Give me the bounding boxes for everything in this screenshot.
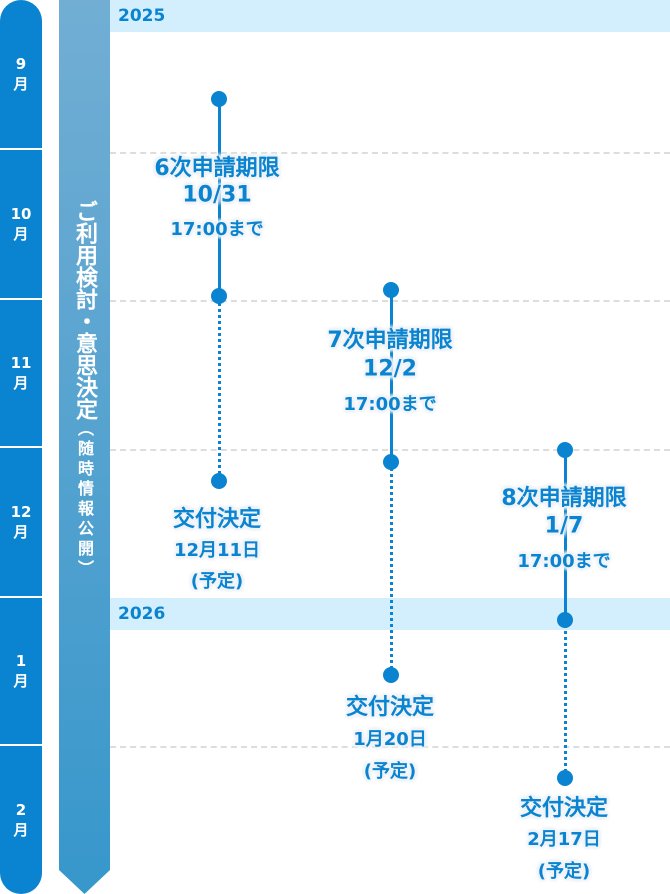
- decision-title: 交付決定: [345, 695, 435, 720]
- deadline-date: 1/7: [544, 513, 584, 539]
- decision-date: 2月17日: [527, 829, 601, 850]
- month-unit: 月: [13, 672, 29, 690]
- timeline-dot: [557, 612, 573, 628]
- phase-main-text: ご利用検討・意思決定: [72, 200, 97, 420]
- deadline-time: 17:00まで: [343, 394, 437, 415]
- timeline-solid: [389, 290, 393, 462]
- timeline-solid: [217, 99, 221, 296]
- decision-note: (予定): [537, 861, 591, 882]
- deadline-title: 7次申請期限: [327, 328, 453, 353]
- timeline-dot: [383, 454, 399, 470]
- month-unit: 月: [13, 523, 29, 541]
- year-band-2025: 2025: [110, 0, 670, 32]
- deadline-time: 17:00まで: [170, 219, 264, 240]
- deadline-title: 8次申請期限: [501, 486, 627, 511]
- decision-title: 交付決定: [172, 507, 262, 532]
- timeline-dot: [557, 770, 573, 786]
- decision-note: (予定): [190, 571, 244, 592]
- month-unit: 月: [13, 75, 29, 93]
- deadline-title: 6次申請期限: [154, 156, 280, 181]
- decision-note: (予定): [363, 761, 417, 782]
- month-december: 12 月: [0, 448, 42, 596]
- month-divider: [110, 746, 670, 748]
- month-number: 10: [10, 205, 32, 223]
- timeline-dot: [211, 473, 227, 489]
- timeline-dot: [211, 288, 227, 304]
- timeline-solid: [563, 450, 567, 620]
- month-november: 11 月: [0, 300, 42, 446]
- phase-sub-text: （随時情報公開）: [75, 420, 94, 580]
- month-divider: [110, 152, 670, 154]
- decision-date: 1月20日: [353, 729, 427, 750]
- month-number: 11: [10, 354, 32, 372]
- timeline-dotted: [217, 296, 221, 481]
- deadline-time: 17:00まで: [517, 551, 611, 572]
- timeline-dot: [211, 91, 227, 107]
- deadline-date: 12/2: [363, 356, 417, 382]
- deadline-date: 10/31: [182, 182, 252, 208]
- month-unit: 月: [13, 821, 29, 839]
- month-number: 2: [15, 801, 27, 819]
- timeline-dot: [383, 282, 399, 298]
- month-unit: 月: [13, 225, 29, 243]
- decision-title: 交付決定: [519, 796, 609, 821]
- month-number: 9: [15, 55, 27, 73]
- timeline-dot: [383, 667, 399, 683]
- timeline-dot: [557, 442, 573, 458]
- month-number: 12: [10, 503, 32, 521]
- timeline-dotted: [563, 620, 567, 778]
- phase-arrow: [59, 0, 110, 894]
- timeline-dotted: [389, 462, 393, 675]
- month-unit: 月: [13, 374, 29, 392]
- month-number: 1: [15, 652, 27, 670]
- month-october: 10 月: [0, 150, 42, 298]
- decision-date: 12月11日: [173, 540, 261, 561]
- phase-label: ご利用検討・意思決定（随時情報公開）: [59, 200, 110, 580]
